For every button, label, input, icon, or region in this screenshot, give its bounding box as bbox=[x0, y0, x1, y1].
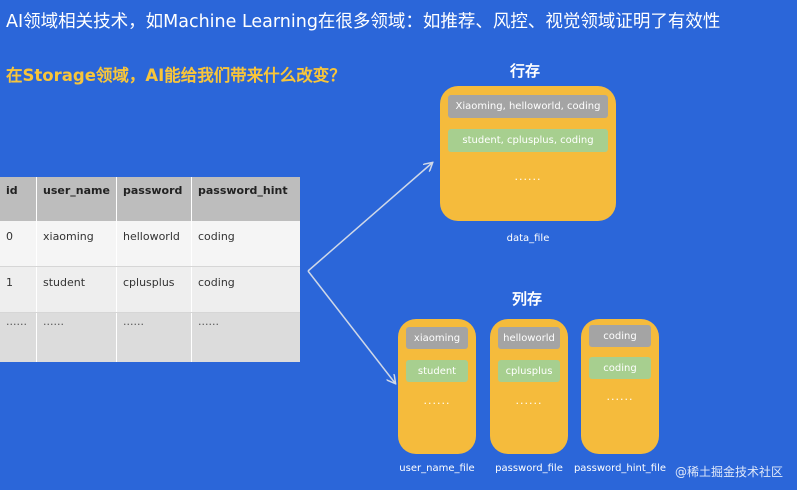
column-value: coding bbox=[589, 325, 651, 347]
column-header: id bbox=[0, 177, 37, 221]
column-header: user_name bbox=[37, 177, 117, 221]
table-cell: coding bbox=[198, 230, 235, 243]
column-ellipsis: ...... bbox=[423, 394, 451, 407]
column-store-box-password-hint: coding coding ...... bbox=[581, 319, 659, 454]
row-store-record-1: Xiaoming, helloworld, coding bbox=[448, 95, 608, 118]
column-value: helloworld bbox=[498, 327, 560, 349]
table-cell: ...... bbox=[117, 313, 192, 362]
table-row: 0 xiaoming helloworld coding bbox=[0, 221, 300, 267]
column-value: cplusplus bbox=[498, 360, 560, 382]
column-store-box-password: helloworld cplusplus ...... bbox=[490, 319, 568, 454]
source-table: id user_name password password_hint 0 xi… bbox=[0, 177, 300, 362]
column-file-label: password_hint_file bbox=[573, 463, 667, 474]
table-header-row: id user_name password password_hint bbox=[0, 177, 300, 221]
row-store-file-label: data_file bbox=[506, 233, 550, 244]
page-title: AI领域相关技术，如Machine Learning在很多领域：如推荐、风控、视… bbox=[6, 12, 721, 32]
column-value: coding bbox=[589, 357, 651, 379]
row-store-box: Xiaoming, helloworld, coding student, cp… bbox=[440, 86, 616, 221]
table-cell: 1 bbox=[0, 267, 37, 312]
table-cell: coding bbox=[198, 276, 235, 289]
column-file-label: password_file bbox=[495, 463, 563, 474]
table-cell: 0 bbox=[0, 221, 37, 266]
column-file-label: user_name_file bbox=[399, 463, 475, 474]
table-cell: xiaoming bbox=[37, 221, 117, 266]
table-row: ...... ...... ...... ...... bbox=[0, 313, 300, 362]
column-value: student bbox=[406, 360, 468, 382]
table-cell: ...... bbox=[0, 313, 37, 362]
page-subtitle: 在Storage领域，AI能给我们带来什么改变？ bbox=[6, 66, 346, 85]
arrow-to-column-store bbox=[307, 270, 395, 383]
column-ellipsis: ...... bbox=[515, 394, 543, 407]
column-header: password_hint bbox=[198, 184, 288, 197]
column-store-label: 列存 bbox=[512, 290, 543, 308]
table-cell: cplusplus bbox=[117, 267, 192, 312]
table-row: 1 student cplusplus coding bbox=[0, 267, 300, 313]
table-cell: ...... bbox=[198, 315, 219, 328]
table-cell: helloworld bbox=[117, 221, 192, 266]
row-store-label: 行存 bbox=[510, 62, 541, 80]
column-header: password bbox=[117, 177, 192, 221]
arrow-to-row-store bbox=[307, 163, 432, 272]
table-cell: ...... bbox=[37, 313, 117, 362]
column-ellipsis: ...... bbox=[606, 390, 634, 403]
watermark: @稀土掘金技术社区 bbox=[674, 465, 783, 479]
row-store-ellipsis: ...... bbox=[514, 170, 542, 183]
column-store-box-user-name: xiaoming student ...... bbox=[398, 319, 476, 454]
column-value: xiaoming bbox=[406, 327, 468, 349]
table-cell: student bbox=[37, 267, 117, 312]
row-store-record-2: student, cplusplus, coding bbox=[448, 129, 608, 152]
